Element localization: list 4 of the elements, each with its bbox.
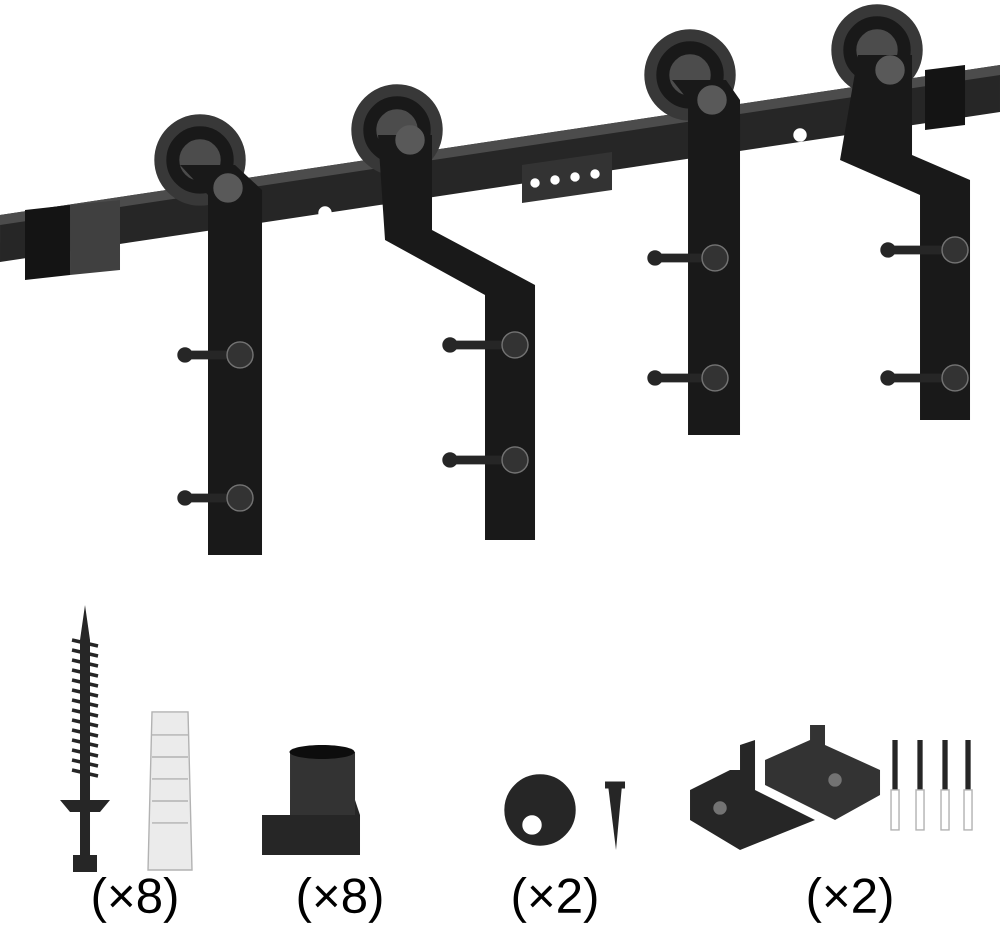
quantity-label: (×2)	[514, 877, 596, 923]
quantity-label: (×8)	[94, 877, 176, 923]
quantity-label: (×2)	[808, 877, 892, 923]
quantity-label: (×8)	[298, 877, 382, 923]
